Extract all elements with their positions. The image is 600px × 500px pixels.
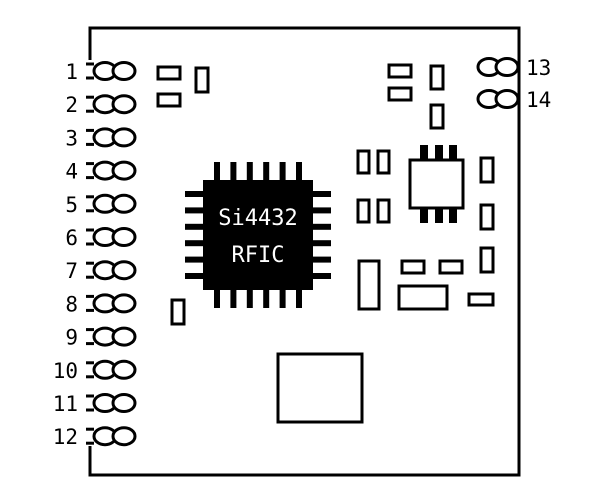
pin-5: 5 [65,193,137,217]
ground-pad [276,352,364,424]
pin-4: 4 [65,160,137,184]
pin-pad [111,293,137,314]
chip-lead [214,288,220,308]
chip-lead [311,223,331,230]
smd-capacitor [429,103,445,130]
chip-lead [185,273,205,279]
chip-lead [230,162,237,182]
chip-label-line1: Si4432 [218,206,297,231]
pin-pad [111,160,137,181]
chip-lead [296,288,302,308]
pin-9: 9 [65,326,137,350]
smd-capacitor [170,298,186,326]
pin-number-label: 6 [65,226,78,250]
smd-capacitor [356,149,371,175]
smd-capacitor [429,64,445,91]
smd-crystal [397,284,449,311]
chip-lead [214,162,220,182]
pin-pad [111,393,137,413]
smd-resistor [438,259,464,275]
smd-capacitor [479,203,495,231]
smd-inductor [357,259,381,311]
chip-lead [311,240,331,247]
pin-pad [111,227,137,247]
pin-pad [111,127,137,148]
smd-capacitor [479,246,495,274]
chip-lead [296,162,302,182]
pin-number-label: 13 [526,56,551,80]
pin-number-label: 8 [65,292,78,316]
chip-pin-group [185,162,331,308]
pin-10: 10 [53,359,137,383]
chip-lead [279,288,286,308]
smd-resistor [400,259,426,275]
chip-lead [311,256,331,263]
pin-pad [111,426,137,447]
chip-lead [185,223,205,230]
pin-13: 13 [476,56,551,80]
smd-capacitor [376,198,391,224]
pin-pad [494,57,520,77]
pin-number-label: 7 [65,259,78,283]
smd-resistor [387,63,413,79]
smd-resistor [156,65,182,81]
pin-6: 6 [65,226,137,250]
chip-lead [311,207,331,214]
smd-resistor [156,92,182,108]
pin-pad [111,94,137,115]
chip-lead [311,191,331,197]
chip-lead [185,191,205,197]
chip-lead [246,162,253,182]
smd-capacitor [376,149,391,175]
pin-number-label: 5 [65,193,78,217]
pin-number-label: 9 [65,326,78,350]
chip-lead [311,273,331,279]
smd-capacitor [194,66,210,94]
smd-capacitor [356,198,371,224]
pin-number-label: 1 [65,60,78,84]
chip-lead [185,240,205,247]
pin-pad [111,326,137,347]
pin-1: 1 [65,60,137,84]
smd-resistor [467,292,495,307]
pin-14: 14 [476,88,551,112]
chip-lead [279,162,286,182]
si4432-rfic-chip: Si4432 RFIC [185,162,331,308]
pin-pad [494,89,520,109]
chip-lead [185,256,205,263]
chip-lead [263,162,270,182]
module-outline [88,26,521,477]
chip-label-line2: RFIC [232,243,285,268]
pin-7: 7 [65,259,137,283]
pin-number-label: 12 [53,425,78,449]
pin-number-label: 2 [65,93,78,117]
pin-number-label: 14 [526,88,551,112]
pin-11: 11 [53,392,137,416]
pin-pad [111,193,137,214]
chip-lead [230,288,237,308]
pin-12: 12 [53,425,137,449]
smd-capacitor [479,156,495,184]
pin-pad [111,359,137,380]
pin-pad [111,61,137,81]
pin-pad [111,260,137,281]
chip-lead [263,288,270,308]
pin-number-label: 4 [65,160,78,184]
pin-number-label: 11 [53,392,78,416]
chip-lead [185,207,205,214]
smd-resistor [387,86,413,102]
pin-8: 8 [65,292,137,316]
pin-number-label: 3 [65,126,78,150]
pin-number-label: 10 [53,359,78,383]
chip-lead [246,288,253,308]
chip-body [203,180,313,290]
soic-package [408,145,465,223]
pin-2: 2 [65,93,137,117]
pin-3: 3 [65,126,137,150]
